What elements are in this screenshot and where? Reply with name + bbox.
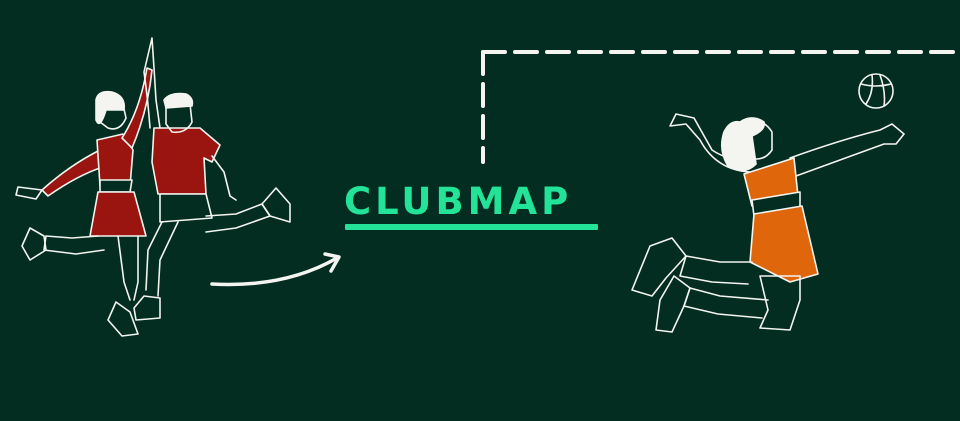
volleyball-icon — [858, 73, 894, 109]
red-player-woman — [15, 67, 153, 337]
logo-underline — [345, 224, 598, 230]
volleyball-player-illustration — [631, 73, 905, 333]
brand-logo-text: CLUBMAP — [344, 180, 573, 223]
red-player-man — [133, 37, 291, 321]
curved-arrow-icon — [210, 252, 341, 287]
goal-net-outline — [481, 50, 960, 164]
high-five-players-illustration — [15, 37, 291, 337]
